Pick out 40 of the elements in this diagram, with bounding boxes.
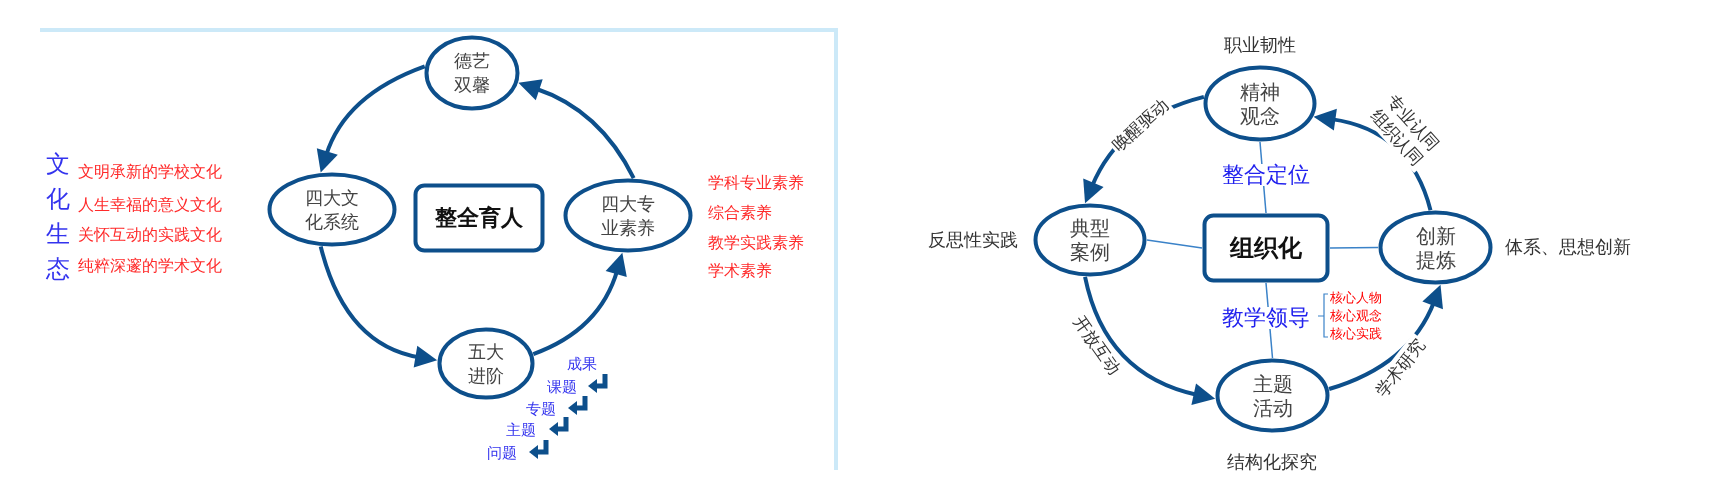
text-label: 综合素养	[708, 203, 772, 224]
ellipse-node: 创新提炼	[1378, 210, 1493, 285]
curved-arrow	[1083, 276, 1216, 405]
curved-arrow	[532, 252, 627, 356]
connector-line	[1329, 246, 1379, 249]
text-label: 核心观念	[1330, 308, 1382, 324]
node-caption: 结构化探究	[1227, 450, 1317, 474]
text-label: 纯粹深邃的学术文化	[78, 256, 222, 277]
curved-arrow	[316, 64, 426, 173]
connector-line	[1146, 239, 1203, 249]
text-label: 文明承新的学校文化	[78, 162, 222, 183]
node-caption: 反思性实践	[928, 228, 1018, 252]
text-label: 主题	[506, 421, 536, 440]
text-label: 学术素养	[708, 261, 772, 282]
curved-arrow	[518, 79, 636, 180]
text-label: 教学实践素养	[708, 233, 804, 254]
ellipse-node: 典型案例	[1033, 203, 1147, 277]
text-label: 专题	[526, 400, 556, 419]
edge-label: 整合定位	[1220, 164, 1312, 186]
ellipse-node: 主题活动	[1215, 358, 1330, 433]
curved-arrow	[1328, 284, 1443, 391]
text-label: 人生幸福的意义文化	[78, 195, 222, 216]
ellipse-node: 精神观念	[1203, 65, 1317, 142]
curved-arrow	[318, 245, 438, 368]
text-label: 文化生态	[45, 149, 71, 285]
ellipse-node: 德艺双馨	[424, 35, 520, 111]
text-label: 学科专业素养	[708, 173, 804, 194]
ellipse-node: 四大专业素养	[563, 178, 693, 253]
text-label: 成果	[567, 355, 597, 374]
text-label: 核心人物	[1330, 290, 1382, 306]
rounded-box: 整全育人	[413, 183, 545, 253]
ellipse-node: 四大文化系统	[267, 172, 397, 247]
text-label: 问题	[487, 444, 517, 463]
text-label: 关怀互动的实践文化	[78, 225, 222, 246]
rounded-box: 组织化	[1202, 213, 1330, 283]
text-label: 课题	[547, 378, 577, 397]
node-caption: 职业韧性	[1224, 33, 1296, 57]
edge-label: 教学领导	[1220, 307, 1312, 329]
ellipse-node: 五大进阶	[437, 327, 535, 400]
node-caption: 体系、思想创新	[1505, 235, 1631, 259]
